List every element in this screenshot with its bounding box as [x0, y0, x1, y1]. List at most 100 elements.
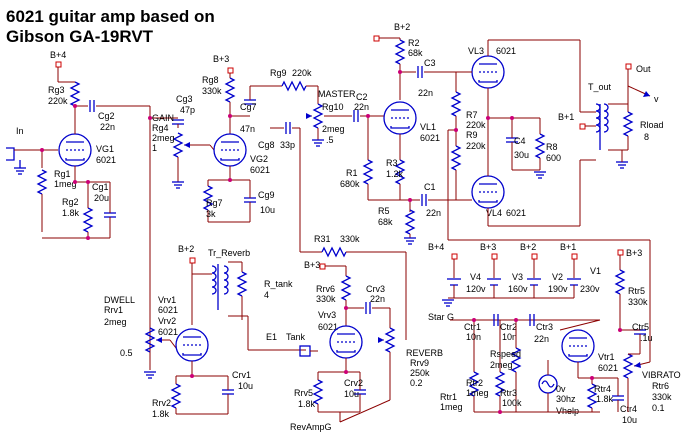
rg9-label: Rg9	[270, 68, 287, 78]
in-label: In	[16, 126, 24, 136]
cg2-label: Cg2	[98, 111, 115, 121]
ctr1-label: Ctr1	[464, 322, 481, 332]
rtr1-value: 1meg	[440, 402, 463, 412]
vl1-type: 6021	[420, 133, 440, 143]
v4-label: V4	[470, 272, 481, 282]
probe-v-label: v	[654, 94, 659, 104]
r2-value: 68k	[408, 48, 423, 58]
tank-label: Tank	[286, 332, 306, 342]
rg2-value: 1.8k	[62, 208, 80, 218]
rrv5-value: 1.8k	[298, 399, 316, 409]
rg10-value: 2meg	[322, 124, 345, 134]
vl4-type: 6021	[506, 208, 526, 218]
b2-rail-label-b: B+2	[178, 244, 194, 254]
rg3-value: 220k	[48, 96, 68, 106]
cg7-label: Cg7	[240, 102, 257, 112]
rg3-label: Rg3	[48, 85, 65, 95]
rtr5-label: Rtr5	[628, 286, 645, 296]
rg2-label: Rg2	[62, 197, 79, 207]
rtr4-value: 1.8k	[596, 394, 614, 404]
rtr2-value: 1meg	[466, 388, 489, 398]
rtr3-label: Rtr3	[500, 388, 517, 398]
vg2-tube	[213, 133, 247, 167]
v2-value: 190v	[548, 284, 568, 294]
rg10-label: Rg10	[322, 102, 344, 112]
tr-reverb-secondary-coil	[223, 265, 229, 295]
v4-battery	[446, 278, 462, 286]
rtr6-value: 330k	[652, 392, 672, 402]
v4-value: 120v	[466, 284, 486, 294]
dwell-label: DWELL	[104, 295, 135, 305]
crv1-label: Crv1	[232, 370, 251, 380]
e1-label: E1	[266, 332, 277, 342]
b3-rail-label-d: B+3	[626, 248, 642, 258]
cg8-label: Cg8	[258, 140, 275, 150]
b4-rail-label: B+4	[50, 50, 66, 60]
r7-label: R7	[466, 110, 478, 120]
crv3-value: 22n	[370, 294, 385, 304]
rg4-value: 2meg	[152, 133, 175, 143]
vl4-label: VL4	[486, 208, 502, 218]
b3-rail-label-b: B+3	[304, 260, 320, 270]
r5-label: R5	[378, 206, 390, 216]
vtr1-tube	[561, 329, 595, 363]
rg1-label: Rg1	[54, 169, 71, 179]
r31-value: 330k	[340, 234, 360, 244]
b3-rail-label-a: B+3	[213, 54, 229, 64]
vrv1-type: 6021	[158, 305, 178, 315]
tr-reverb-label: Tr_Reverb	[208, 248, 250, 258]
vl4-tube	[471, 175, 505, 209]
v1-value: 230v	[580, 284, 600, 294]
c4-label: C4	[514, 136, 526, 146]
cg8-value: 33p	[280, 140, 295, 150]
v1-label: V1	[590, 266, 601, 276]
t-out-secondary-coil	[603, 103, 609, 133]
rrv9-label: Rrv9	[410, 358, 429, 368]
rg1-value: 1meg	[54, 179, 77, 189]
gain-label: GAIN	[152, 113, 174, 123]
vl3-type: 6021	[496, 46, 516, 56]
c2-label: C2	[356, 92, 368, 102]
vg2-type: 6021	[250, 165, 270, 175]
vl3-tube	[471, 55, 505, 89]
v2-battery	[526, 278, 542, 286]
r31-label: R31	[314, 234, 331, 244]
v2-label: V2	[552, 272, 563, 282]
c3-value: 22n	[418, 88, 433, 98]
c2-value: 22n	[354, 102, 369, 112]
r8-label: R8	[546, 142, 558, 152]
vl1-tube	[383, 101, 417, 135]
rg4-position: 1	[152, 143, 157, 153]
vrv3-label: Vrv3	[318, 310, 336, 320]
rload-value: 8	[644, 132, 649, 142]
vhelp-label: Vhelp	[556, 406, 579, 416]
rrv2-value: 1.8k	[152, 409, 170, 419]
t-out-label: T_out	[588, 82, 612, 92]
ctr4-label: Ctr4	[620, 404, 637, 414]
rg7-value: 3k	[206, 209, 216, 219]
r2-label: R2	[408, 38, 420, 48]
cg9-label: Cg9	[258, 190, 275, 200]
star-g-label: Star G	[428, 312, 454, 322]
v3-label: V3	[512, 272, 523, 282]
vl3-label: VL3	[468, 46, 484, 56]
rload-label: Rload	[640, 120, 664, 130]
rrv1-value: 2meg	[104, 317, 127, 327]
b1-rail-label-b: B+1	[560, 242, 576, 252]
rrv9-position: 0.2	[410, 378, 423, 388]
rspeed-value: 2meg	[490, 360, 513, 370]
rg10-position: .5	[326, 135, 334, 145]
rtr6-label: Rtr6	[652, 381, 669, 391]
ctr4-value: 10u	[622, 415, 637, 425]
ctr5-label: Ctr5	[632, 322, 649, 332]
b4-rail-label-b: B+4	[428, 242, 444, 252]
vl1-label: VL1	[420, 122, 436, 132]
c1-value: 22n	[426, 208, 441, 218]
vg2-label: VG2	[250, 154, 268, 164]
cg3-value: 47p	[180, 105, 195, 115]
crv3-label: Crv3	[366, 284, 385, 294]
rtr1-label: Rtr1	[440, 392, 457, 402]
r-tank-label: R_tank	[264, 279, 293, 289]
rrv1-position: 0.5	[120, 348, 133, 358]
